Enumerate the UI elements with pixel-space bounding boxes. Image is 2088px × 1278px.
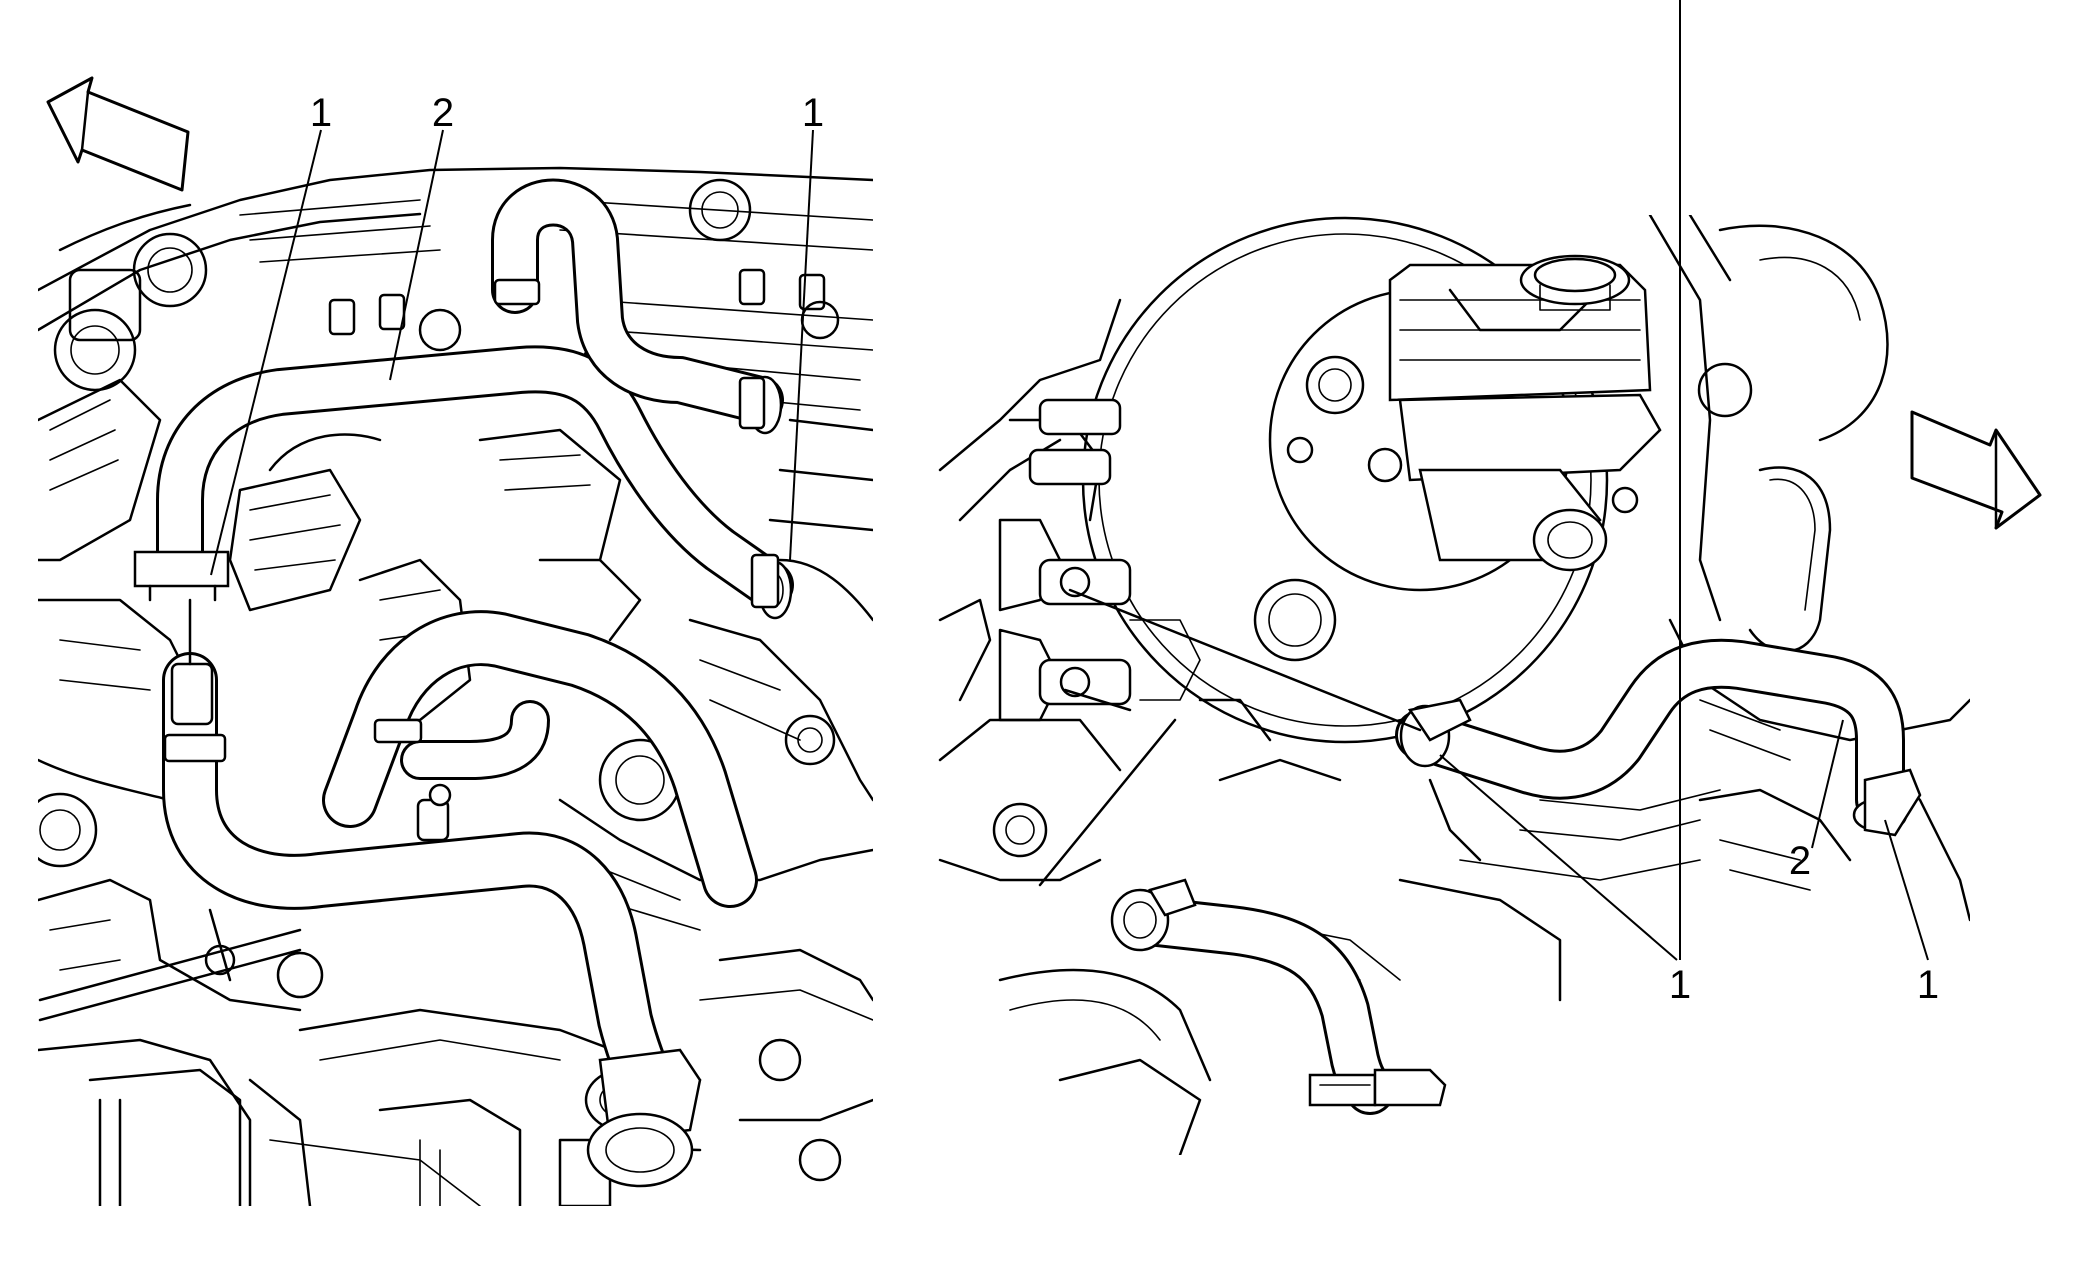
callout-clamp-left: 1 bbox=[310, 91, 332, 135]
firewall-side-view: 1 2 1 bbox=[938, 0, 2042, 1155]
firewall-heater-hose bbox=[1038, 588, 1922, 1115]
arrow-up-left-icon bbox=[46, 76, 190, 192]
callout-hose: 2 bbox=[432, 91, 454, 135]
callout-clamp-right: 1 bbox=[1917, 963, 1939, 1007]
engine-line-art bbox=[38, 166, 873, 1206]
callout-clamp-right: 1 bbox=[802, 91, 824, 135]
firewall-line-art bbox=[938, 215, 1970, 1155]
engine-side-view: 1 2 1 bbox=[38, 76, 873, 1206]
callout-hose: 2 bbox=[1789, 839, 1811, 883]
arrow-down-right-icon bbox=[1910, 410, 2042, 530]
callout-clamp-left: 1 bbox=[1669, 963, 1691, 1007]
upper-heater-hose bbox=[133, 178, 794, 620]
lower-heater-hose bbox=[162, 598, 758, 1188]
